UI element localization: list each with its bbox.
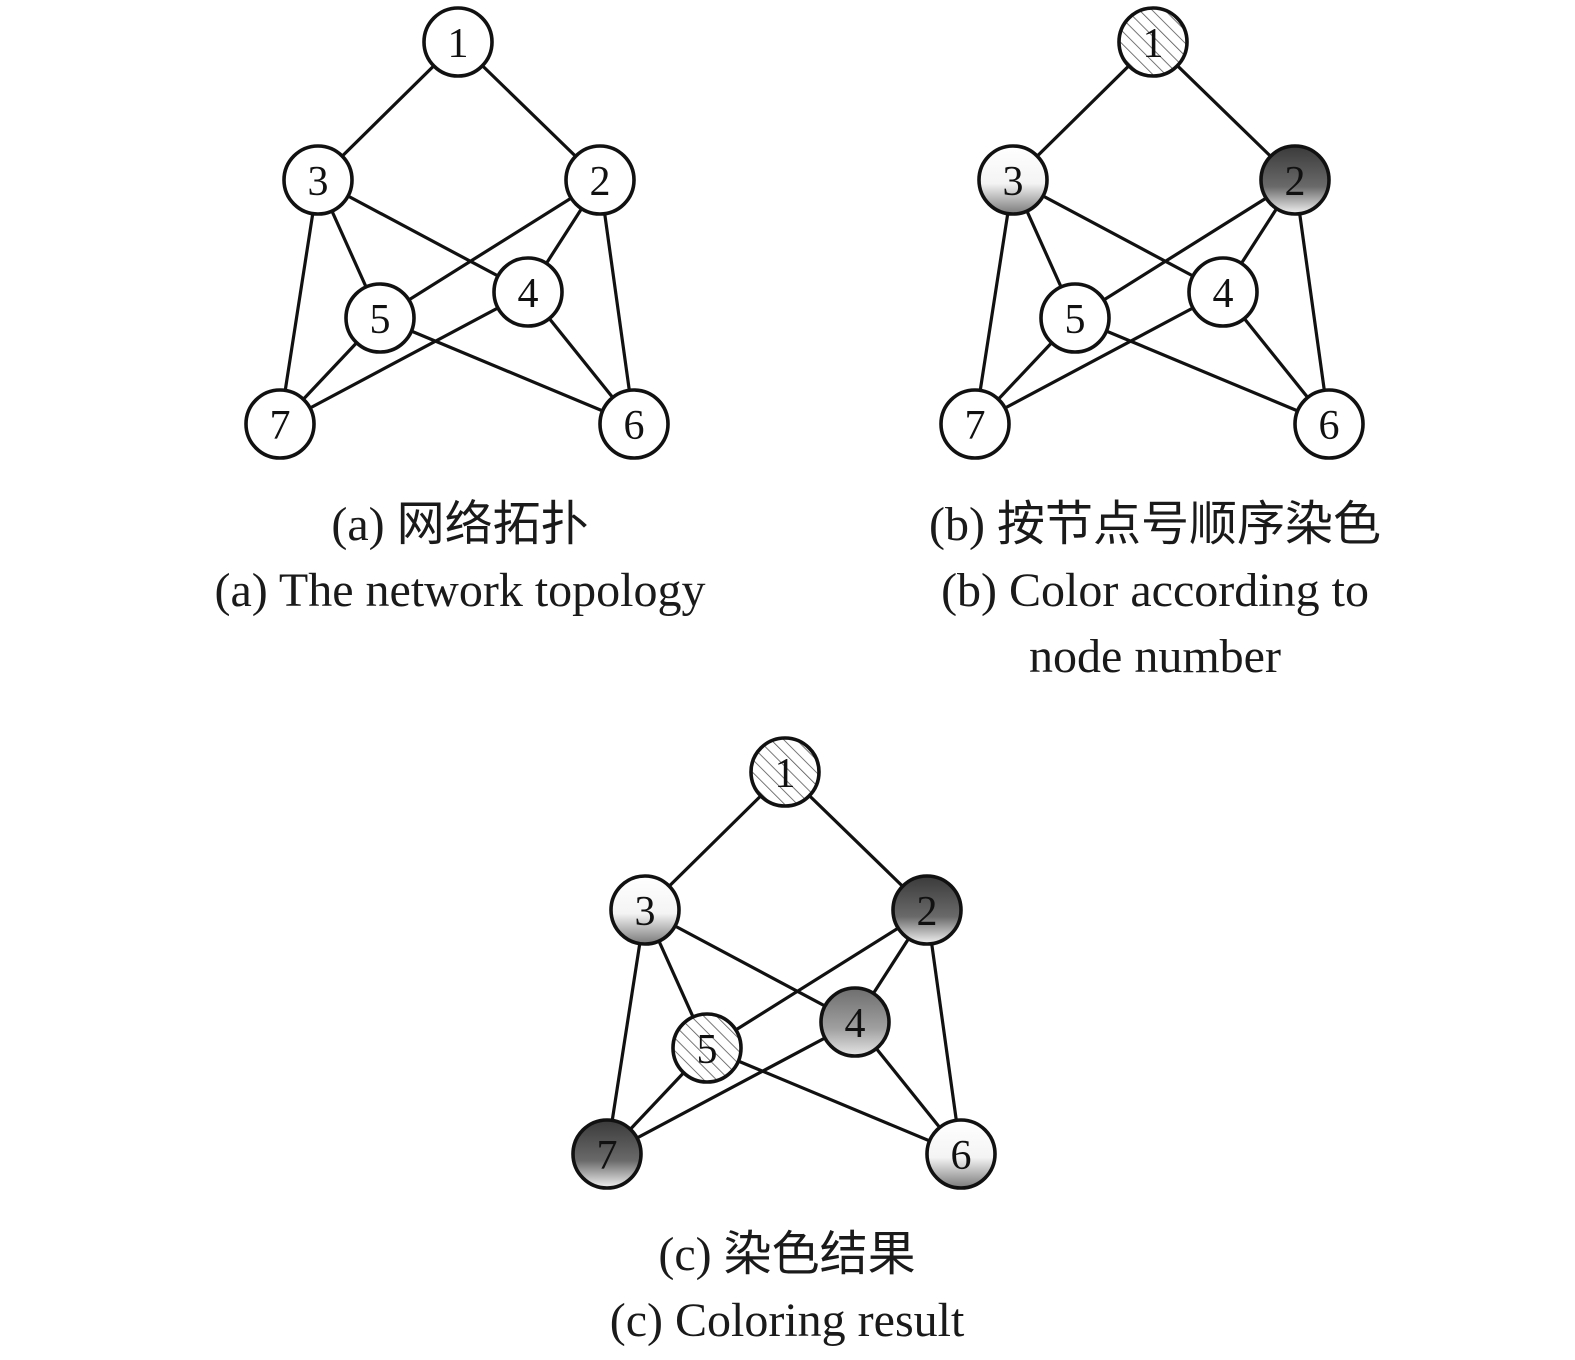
- edge-4-7: [279, 290, 529, 426]
- node-7: 7: [571, 1118, 643, 1190]
- node-6: 6: [598, 388, 670, 460]
- node-2: 2: [891, 874, 963, 946]
- edge-2-5: [1074, 178, 1296, 320]
- edge-3-7: [278, 179, 320, 425]
- caption-a-cn: (a) 网络拓扑: [331, 498, 589, 551]
- edge-2-5: [379, 178, 601, 320]
- edge-5-6: [379, 316, 635, 426]
- node-label: 4: [518, 271, 539, 317]
- node-label: 1: [448, 21, 469, 67]
- graph-c: 1 2 3 4 5 6 7: [571, 736, 997, 1190]
- node-circle: [671, 1012, 743, 1084]
- node-7: 7: [939, 388, 1011, 460]
- edges-a: [278, 40, 636, 426]
- node-label: 7: [270, 403, 291, 449]
- edge-2-6: [598, 179, 636, 425]
- node-label: 2: [590, 159, 611, 205]
- edges-c: [605, 770, 963, 1156]
- node-4: 4: [492, 256, 564, 328]
- node-circle: [1187, 256, 1259, 328]
- edge-3-7: [973, 179, 1015, 425]
- node-5: 5: [1039, 282, 1111, 354]
- node-5: 5: [671, 1012, 743, 1084]
- caption-a: (a) 网络拓扑 (a) The network topology: [130, 492, 790, 624]
- node-label: 1: [775, 751, 796, 797]
- node-circle: [564, 144, 636, 216]
- edges-b: [973, 40, 1331, 426]
- node-1: 1: [749, 736, 821, 808]
- edge-3-4: [644, 908, 856, 1024]
- edge-2-5: [706, 908, 928, 1050]
- node-4: 4: [819, 986, 891, 1058]
- node-circle: [598, 388, 670, 460]
- node-circle: [1259, 144, 1331, 216]
- node-label: 3: [635, 889, 656, 935]
- node-3: 3: [609, 874, 681, 946]
- graph-b: 1 2 3 4 5 6 7: [939, 6, 1365, 460]
- node-circle: [749, 736, 821, 808]
- node-label: 4: [1213, 271, 1234, 317]
- node-label: 2: [1285, 159, 1306, 205]
- node-label: 3: [308, 159, 329, 205]
- node-label: 1: [1143, 21, 1164, 67]
- node-label: 6: [951, 1133, 972, 1179]
- node-label: 5: [1065, 297, 1086, 343]
- edge-3-7: [605, 909, 647, 1155]
- node-circle: [492, 256, 564, 328]
- edge-5-6: [706, 1046, 962, 1156]
- node-2: 2: [564, 144, 636, 216]
- node-circle: [1039, 282, 1111, 354]
- caption-a-en-line-1: (a) The network topology: [214, 564, 706, 617]
- node-circle: [571, 1118, 643, 1190]
- node-circle: [925, 1118, 997, 1190]
- node-label: 7: [965, 403, 986, 449]
- node-label: 4: [845, 1001, 866, 1047]
- node-circle: [609, 874, 681, 946]
- node-circle: [819, 986, 891, 1058]
- node-circle: [891, 874, 963, 946]
- node-circle: [1117, 6, 1189, 78]
- edge-4-7: [974, 290, 1224, 426]
- node-label: 2: [917, 889, 938, 935]
- node-4: 4: [1187, 256, 1259, 328]
- node-6: 6: [1293, 388, 1365, 460]
- edge-3-4: [1012, 178, 1224, 294]
- node-1: 1: [422, 6, 494, 78]
- caption-c-cn: (c) 染色结果: [658, 1228, 916, 1281]
- node-label: 6: [624, 403, 645, 449]
- node-label: 5: [697, 1027, 718, 1073]
- node-3: 3: [282, 144, 354, 216]
- graph-a: 1 2 3 4 5 6 7: [244, 6, 670, 460]
- node-circle: [977, 144, 1049, 216]
- node-circle: [344, 282, 416, 354]
- node-circle: [422, 6, 494, 78]
- node-2: 2: [1259, 144, 1331, 216]
- node-label: 5: [370, 297, 391, 343]
- caption-b-en-line-1: (b) Color according to: [941, 564, 1369, 617]
- caption-c: (c) 染色结果 (c) Coloring result: [482, 1222, 1092, 1354]
- node-circle: [282, 144, 354, 216]
- caption-b-en-line-2: node number: [1029, 630, 1281, 683]
- node-label: 6: [1319, 403, 1340, 449]
- node-label: 7: [597, 1133, 618, 1179]
- node-5: 5: [344, 282, 416, 354]
- edge-4-7: [606, 1020, 856, 1156]
- edge-2-6: [1293, 179, 1331, 425]
- node-circle: [244, 388, 316, 460]
- caption-b: (b) 按节点号顺序染色 (b) Color according to node…: [850, 492, 1460, 690]
- edge-2-6: [925, 909, 963, 1155]
- node-label: 3: [1003, 159, 1024, 205]
- node-7: 7: [244, 388, 316, 460]
- edge-3-4: [317, 178, 529, 294]
- caption-b-cn: (b) 按节点号顺序染色: [929, 498, 1381, 551]
- node-3: 3: [977, 144, 1049, 216]
- node-6: 6: [925, 1118, 997, 1190]
- edge-5-6: [1074, 316, 1330, 426]
- caption-c-en-line-1: (c) Coloring result: [609, 1294, 965, 1347]
- node-1: 1: [1117, 6, 1189, 78]
- node-circle: [939, 388, 1011, 460]
- node-circle: [1293, 388, 1365, 460]
